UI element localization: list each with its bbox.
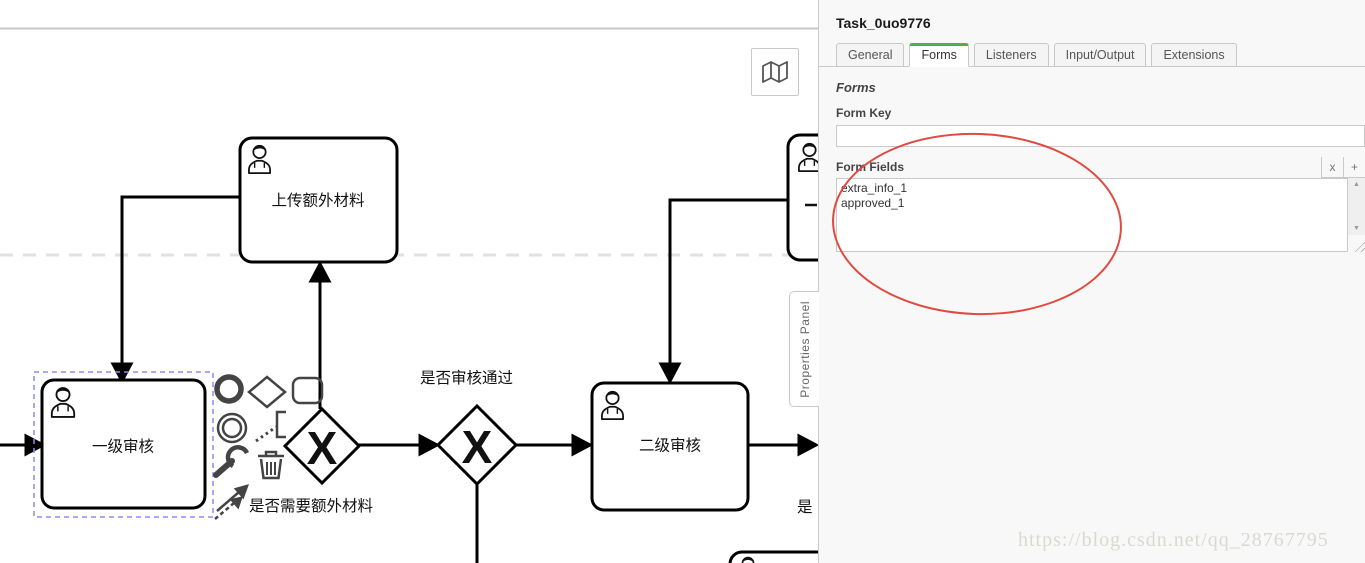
minimap-toggle-button[interactable] (751, 48, 799, 96)
add-form-field-button[interactable]: + (1343, 157, 1365, 178)
resize-grip[interactable] (1352, 239, 1365, 252)
edge-label-partial-yes: 是 (797, 499, 813, 516)
flow-incoming-left[interactable] (0, 433, 47, 457)
edge-label-need-extra: 是否需要额外材料 (249, 497, 373, 515)
flow-gateway1-to-gateway2[interactable] (357, 433, 441, 457)
bpmn-tasks[interactable]: 上传额外材料 一级审核 二级审核 (40, 133, 818, 563)
trash-icon[interactable] (258, 450, 284, 480)
panel-tabs: General Forms Listeners Input/Output Ext… (819, 43, 1365, 67)
form-fields-label: Form Fields (836, 160, 905, 174)
form-key-input[interactable] (836, 125, 1365, 147)
task-label: 一级审核 (92, 438, 154, 456)
flow-gateway1-to-upload[interactable] (308, 260, 332, 409)
flow-second-review-right[interactable] (748, 433, 818, 457)
connect-tool-icon[interactable] (214, 484, 249, 520)
flow-gateway2-to-second-review[interactable] (516, 433, 594, 457)
task-label: 上传额外材料 (271, 192, 364, 210)
flow-partialtask-to-second-review[interactable] (658, 198, 788, 385)
tab-general[interactable]: General (836, 43, 905, 67)
wrench-icon[interactable] (213, 445, 250, 478)
scroll-down-icon[interactable]: ▼ (1353, 225, 1360, 232)
append-end-event-icon[interactable] (214, 374, 244, 404)
form-key-label: Form Key (836, 106, 892, 120)
task-first-review[interactable]: 一级审核 (40, 378, 207, 510)
map-icon (762, 61, 788, 83)
scroll-up-icon[interactable]: ▲ (1353, 181, 1360, 188)
form-fields-scrollbar[interactable]: ▲ ▼ (1348, 178, 1365, 252)
context-pad[interactable] (213, 374, 324, 520)
task-partial-top-right[interactable] (786, 133, 818, 262)
text-annotation-icon[interactable] (255, 410, 286, 443)
edge-label-review-passed: 是否审核通过 (420, 369, 513, 387)
properties-panel-toggle-label: Properties Panel (797, 300, 812, 398)
task-partial-bottom[interactable] (728, 550, 818, 563)
form-fields-list[interactable]: extra_info_1 approved_1 (836, 178, 1348, 252)
task-upload-extra[interactable]: 上传额外材料 (238, 136, 399, 264)
task-label: 二级审核 (639, 437, 701, 455)
append-intermediate-event-icon[interactable] (216, 412, 248, 444)
form-field-item[interactable]: extra_info_1 (841, 181, 908, 195)
gateway-x-marker: X (462, 421, 493, 473)
tab-input-output[interactable]: Input/Output (1053, 43, 1147, 67)
properties-panel-toggle[interactable]: Properties Panel (789, 291, 819, 407)
form-field-item[interactable]: approved_1 (841, 196, 905, 210)
bpmn-gateways[interactable]: X X (282, 403, 519, 487)
flow-upload-to-first-review[interactable] (110, 195, 240, 385)
forms-group-title: Forms (836, 80, 876, 95)
element-id-title: Task_0uo9776 (836, 15, 931, 31)
tab-extensions[interactable]: Extensions (1151, 43, 1237, 67)
gateway-x-marker: X (307, 422, 338, 474)
tab-listeners[interactable]: Listeners (973, 43, 1049, 67)
properties-panel: Task_0uo9776 General Forms Listeners Inp… (818, 0, 1365, 563)
append-gateway-icon[interactable] (247, 375, 287, 409)
gateway-need-extra[interactable]: X (282, 406, 362, 486)
task-second-review[interactable]: 二级审核 (590, 381, 750, 512)
gateway-review-passed[interactable]: X (435, 403, 519, 487)
sequence-flows[interactable] (0, 195, 818, 563)
append-task-icon[interactable] (291, 376, 324, 405)
form-fields-header-spacer (904, 157, 1321, 178)
remove-form-field-button[interactable]: x (1321, 157, 1343, 178)
tab-forms[interactable]: Forms (909, 43, 969, 67)
bpmn-canvas[interactable]: 上传额外材料 一级审核 二级审核 (0, 0, 818, 563)
